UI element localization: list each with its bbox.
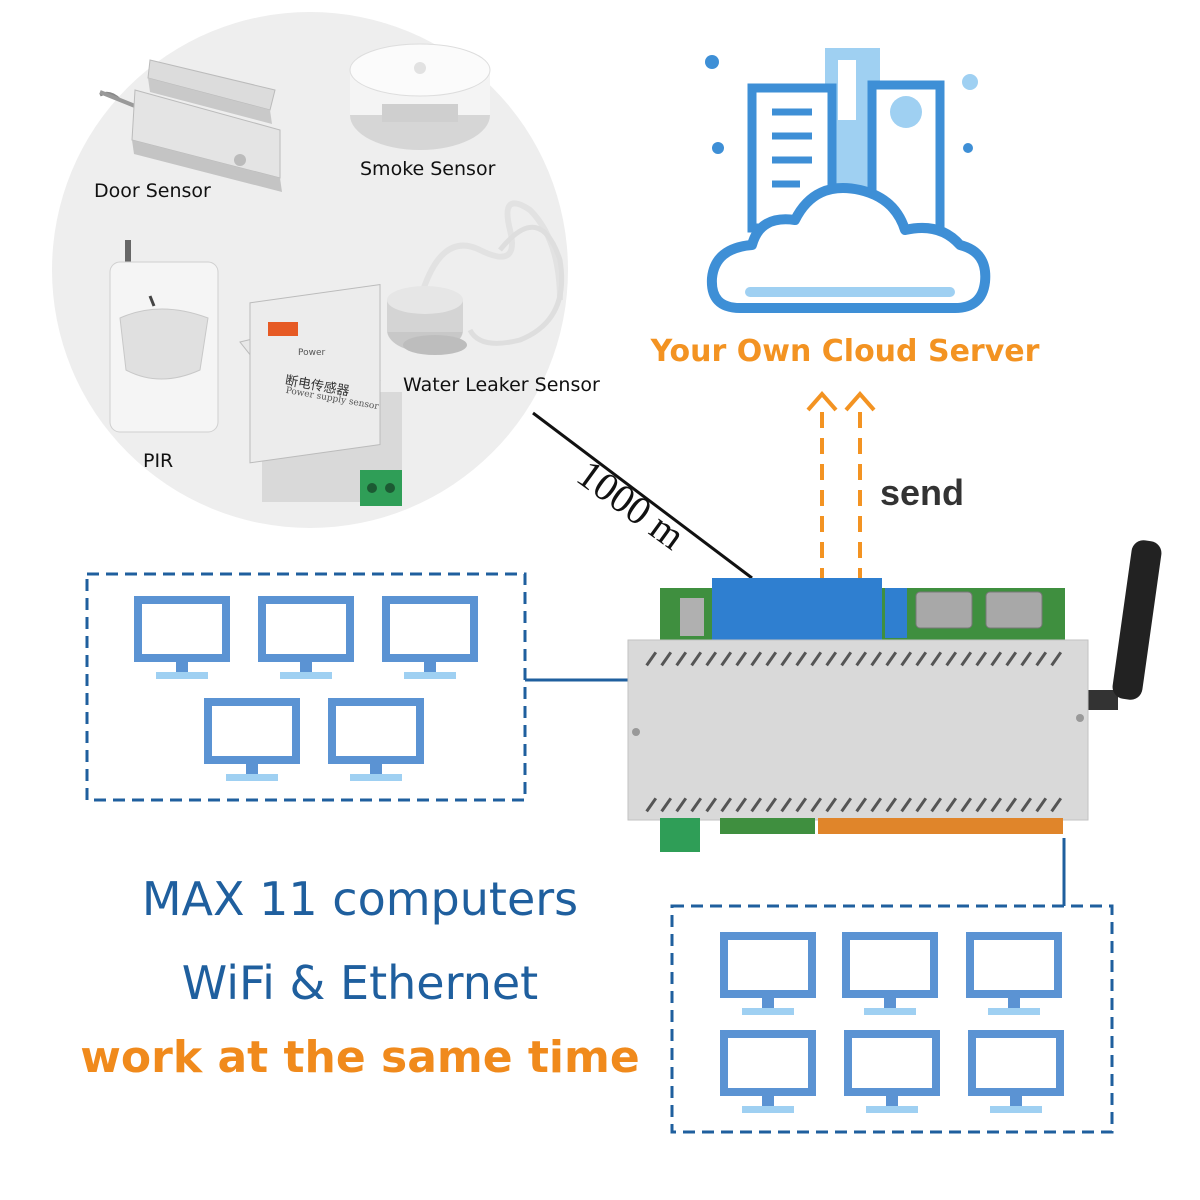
caption-work-same-time: work at the same time — [80, 1032, 640, 1083]
send-arrows — [806, 390, 876, 582]
left-computer-icon-1 — [134, 596, 230, 679]
left-computer-group-box — [85, 572, 527, 802]
water-leak-sensor-label: Water Leaker Sensor — [403, 374, 600, 396]
right-computer-group-box — [670, 904, 1114, 1134]
left-computer-icon-5 — [328, 698, 424, 781]
pir-sensor-label: PIR — [143, 450, 174, 472]
right-computer-icon-4 — [720, 1030, 816, 1113]
smoke-sensor-label: Smoke Sensor — [360, 158, 496, 180]
sensor-cable-line — [532, 411, 753, 580]
door-sensor-image — [99, 59, 282, 192]
decorative-dots — [705, 55, 978, 154]
caption-wifi-ethernet: WiFi & Ethernet — [181, 956, 539, 1010]
right-computer-icon-5 — [844, 1030, 940, 1113]
smoke-sensor-image — [349, 43, 491, 150]
network-relay-controller — [627, 540, 1162, 852]
cloud-icon — [706, 183, 991, 313]
left-computer-icon-2 — [258, 596, 354, 679]
water-leak-sensor-image — [387, 200, 565, 355]
door-sensor-label: Door Sensor — [94, 180, 211, 202]
right-computer-icon-3 — [966, 932, 1062, 1015]
power-module-power-label: Power — [298, 348, 326, 358]
caption-max-computers: MAX 11 computers — [141, 872, 579, 926]
left-computer-icon-4 — [204, 698, 300, 781]
send-label: send — [880, 472, 965, 513]
right-computer-icon-6 — [968, 1030, 1064, 1113]
power-supply-module-image — [239, 284, 402, 506]
left-computer-icon-3 — [382, 596, 478, 679]
cloud-server-title: Your Own Cloud Server — [650, 334, 1040, 369]
right-computer-icon-1 — [720, 932, 816, 1015]
pir-sensor-image — [109, 240, 219, 433]
right-computer-icon-2 — [842, 932, 938, 1015]
